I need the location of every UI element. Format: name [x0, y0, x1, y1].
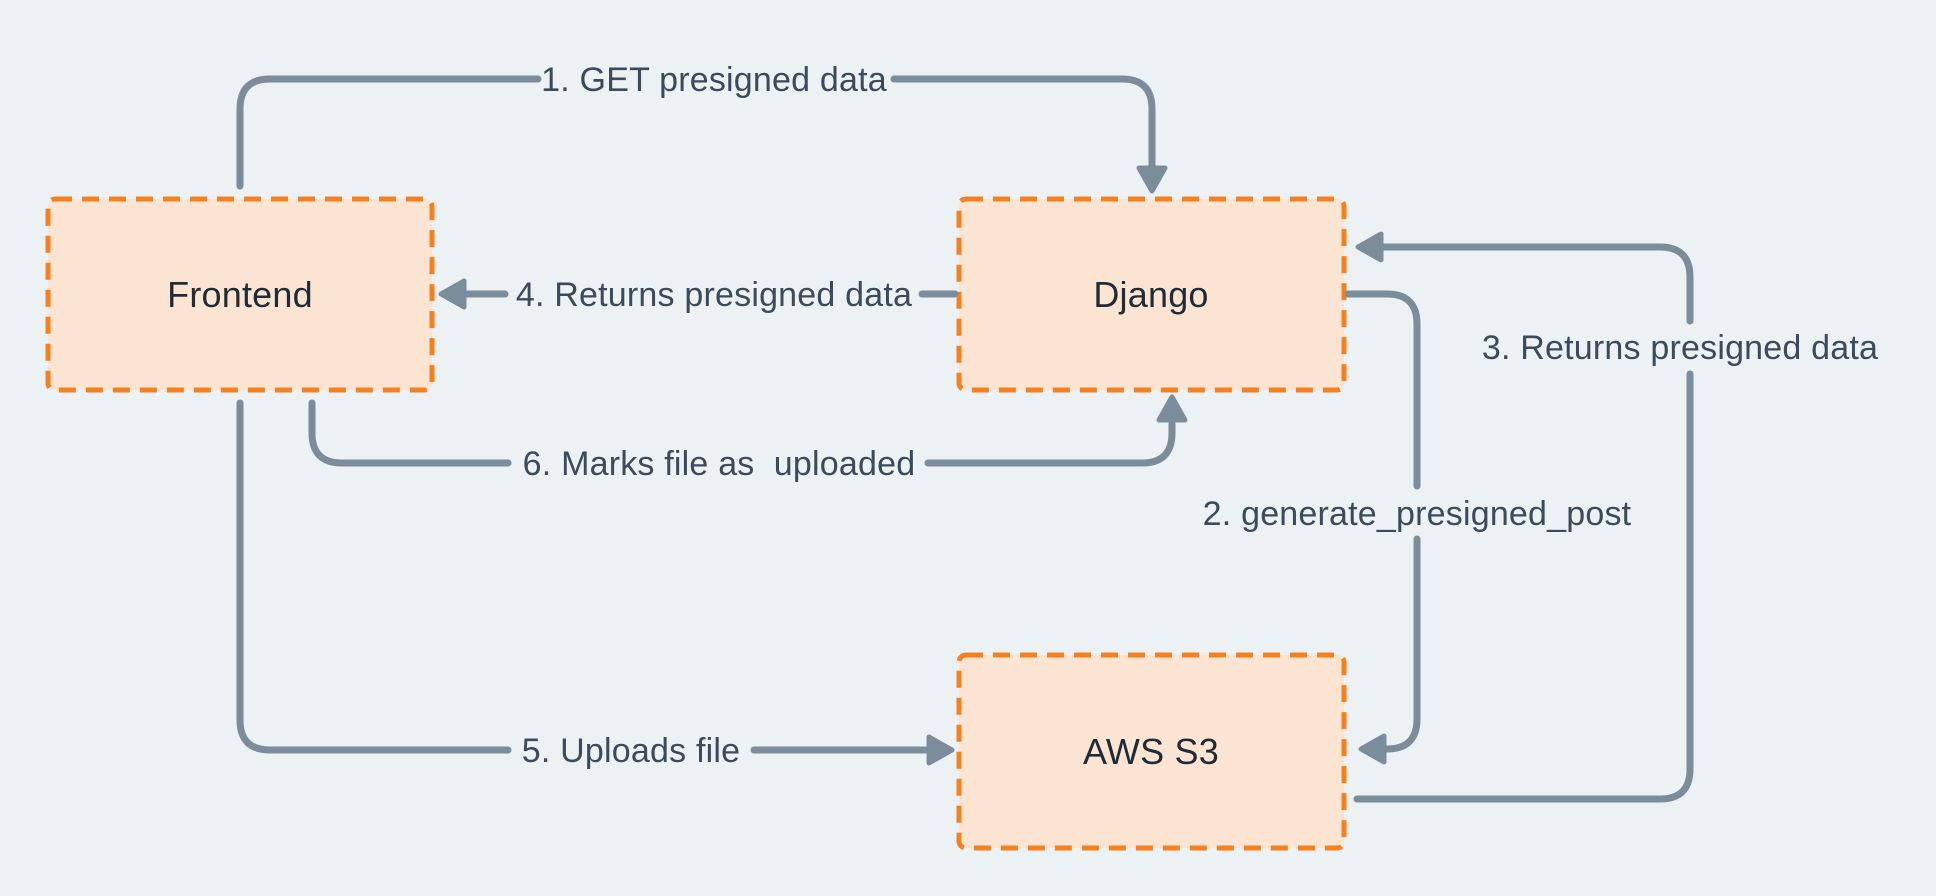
step-6-line-start: [308, 399, 512, 467]
step-5-arrow: [236, 399, 955, 766]
step-3-arrow: [1353, 231, 1694, 803]
django-node-box: [956, 196, 1347, 393]
step-5-arrowhead-icon: [926, 734, 955, 766]
step-3-arrowhead-icon: [1355, 231, 1384, 263]
aws-s3-node-box: [956, 652, 1347, 851]
step-6-line-end: [924, 420, 1176, 467]
step-5-line-start: [236, 399, 512, 754]
step-1-arrow: [236, 75, 1168, 194]
step-2-line-start: [1344, 290, 1421, 490]
step-3-line-end: [1379, 243, 1694, 325]
step-4-arrow: [438, 278, 959, 310]
step-5-label: 5. Uploads file: [521, 732, 741, 770]
step-4-arrowhead-icon: [438, 278, 467, 310]
step-3-label: 3. Returns presigned data: [1481, 329, 1879, 367]
step-6-label: 6. Marks file as uploaded: [522, 445, 916, 483]
step-2-label: 2. generate_presigned_post: [1202, 495, 1632, 533]
step-2-arrowhead-icon: [1358, 733, 1387, 765]
step-1-arrowhead-icon: [1136, 165, 1168, 194]
step-1-label: 1. GET presigned data: [541, 61, 887, 99]
node-label-django: Django: [1093, 274, 1209, 315]
step-1-line-end: [890, 75, 1156, 170]
step-1-line-start: [236, 75, 542, 190]
step-2-arrow: [1344, 290, 1421, 765]
step-3-line-start: [1353, 370, 1694, 803]
step-4-label: 4. Returns presigned data: [515, 276, 913, 314]
step-2-line-end: [1382, 535, 1421, 753]
node-label-aws-s3: AWS S3: [1083, 731, 1219, 772]
node-label-frontend: Frontend: [167, 274, 313, 315]
step-6-arrow: [308, 394, 1188, 467]
frontend-node-box: [45, 196, 435, 393]
step-6-arrowhead-icon: [1156, 394, 1188, 423]
